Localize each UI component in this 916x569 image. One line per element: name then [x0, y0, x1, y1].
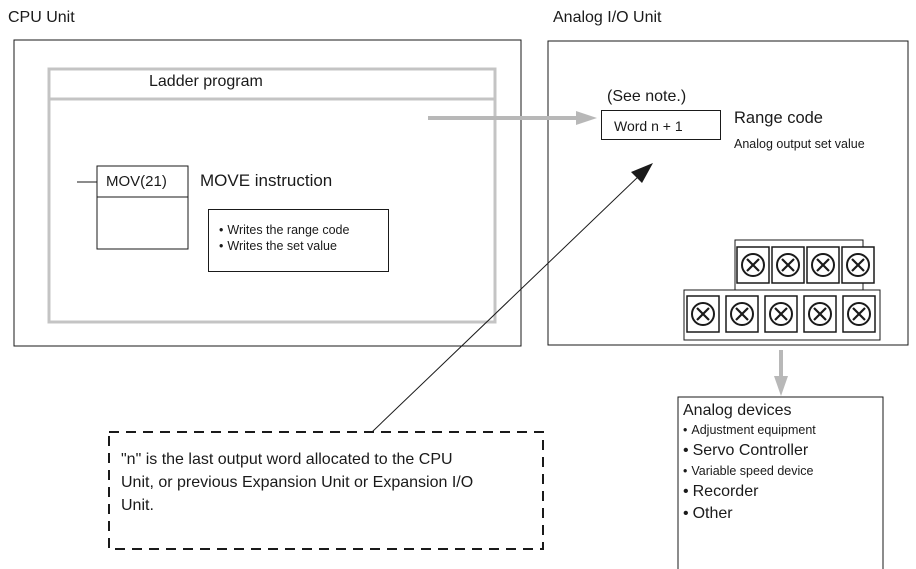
terminal-screw-icon	[725, 295, 759, 333]
terminal-screw-icon	[841, 246, 875, 284]
range-code-label: Range code	[734, 109, 823, 127]
terminal-screw-icon	[771, 246, 805, 284]
terminal-screw-icon	[764, 295, 798, 333]
instruction-note-item: Writes the range code	[219, 222, 388, 238]
ladder-program-label: Ladder program	[149, 73, 263, 90]
terminal-screw-icon	[842, 295, 876, 333]
note-text-line: Unit, or previous Expansion Unit or Expa…	[121, 474, 474, 491]
mov-instruction-block	[96, 165, 189, 250]
note-text: "n" is the last output word allocated to…	[121, 448, 473, 517]
cpu-unit-frame	[13, 39, 522, 347]
note-text-line: Unit.	[121, 497, 154, 514]
ladder-program-frame	[47, 67, 497, 324]
move-instruction-name: MOVE instruction	[200, 171, 333, 190]
terminal-screw-icon	[736, 246, 770, 284]
terminal-screw-icon	[803, 295, 837, 333]
analog-device-item: Other	[683, 503, 816, 525]
terminal-block	[683, 239, 881, 341]
analog-device-item: Variable speed device	[683, 462, 816, 481]
analog-devices-title: Analog devices	[683, 402, 792, 419]
terminal-screw-icon	[686, 295, 720, 333]
set-value-label: Analog output set value	[734, 137, 865, 151]
mov-instruction-label: MOV(21)	[106, 173, 167, 190]
analog-to-devices-arrow	[774, 350, 788, 396]
analog-devices-content: Analog devices Adjustment equipmentServo…	[683, 402, 816, 525]
analog-device-item: Servo Controller	[683, 440, 816, 462]
analog-device-item: Adjustment equipment	[683, 421, 815, 440]
see-note-label: (See note.)	[607, 88, 687, 105]
note-pointer-arrow	[371, 163, 653, 433]
cpu-unit-title: CPU Unit	[8, 9, 75, 26]
instruction-note-item: Writes the set value	[219, 238, 388, 254]
analog-device-item: Recorder	[683, 481, 816, 503]
note-box-frame	[108, 431, 544, 550]
instruction-notes-box: Writes the range codeWrites the set valu…	[208, 209, 389, 272]
analog-devices-list: Adjustment equipmentServo ControllerVari…	[683, 421, 816, 525]
note-text-line: "n" is the last output word allocated to…	[121, 451, 453, 468]
cpu-to-analog-arrow	[428, 111, 597, 125]
analog-unit-title: Analog I/O Unit	[553, 9, 662, 26]
terminal-screw-icon	[806, 246, 840, 284]
word-box: Word n + 1	[601, 110, 721, 140]
instruction-notes-list: Writes the range codeWrites the set valu…	[219, 222, 388, 254]
word-label: Word n + 1	[614, 118, 683, 134]
